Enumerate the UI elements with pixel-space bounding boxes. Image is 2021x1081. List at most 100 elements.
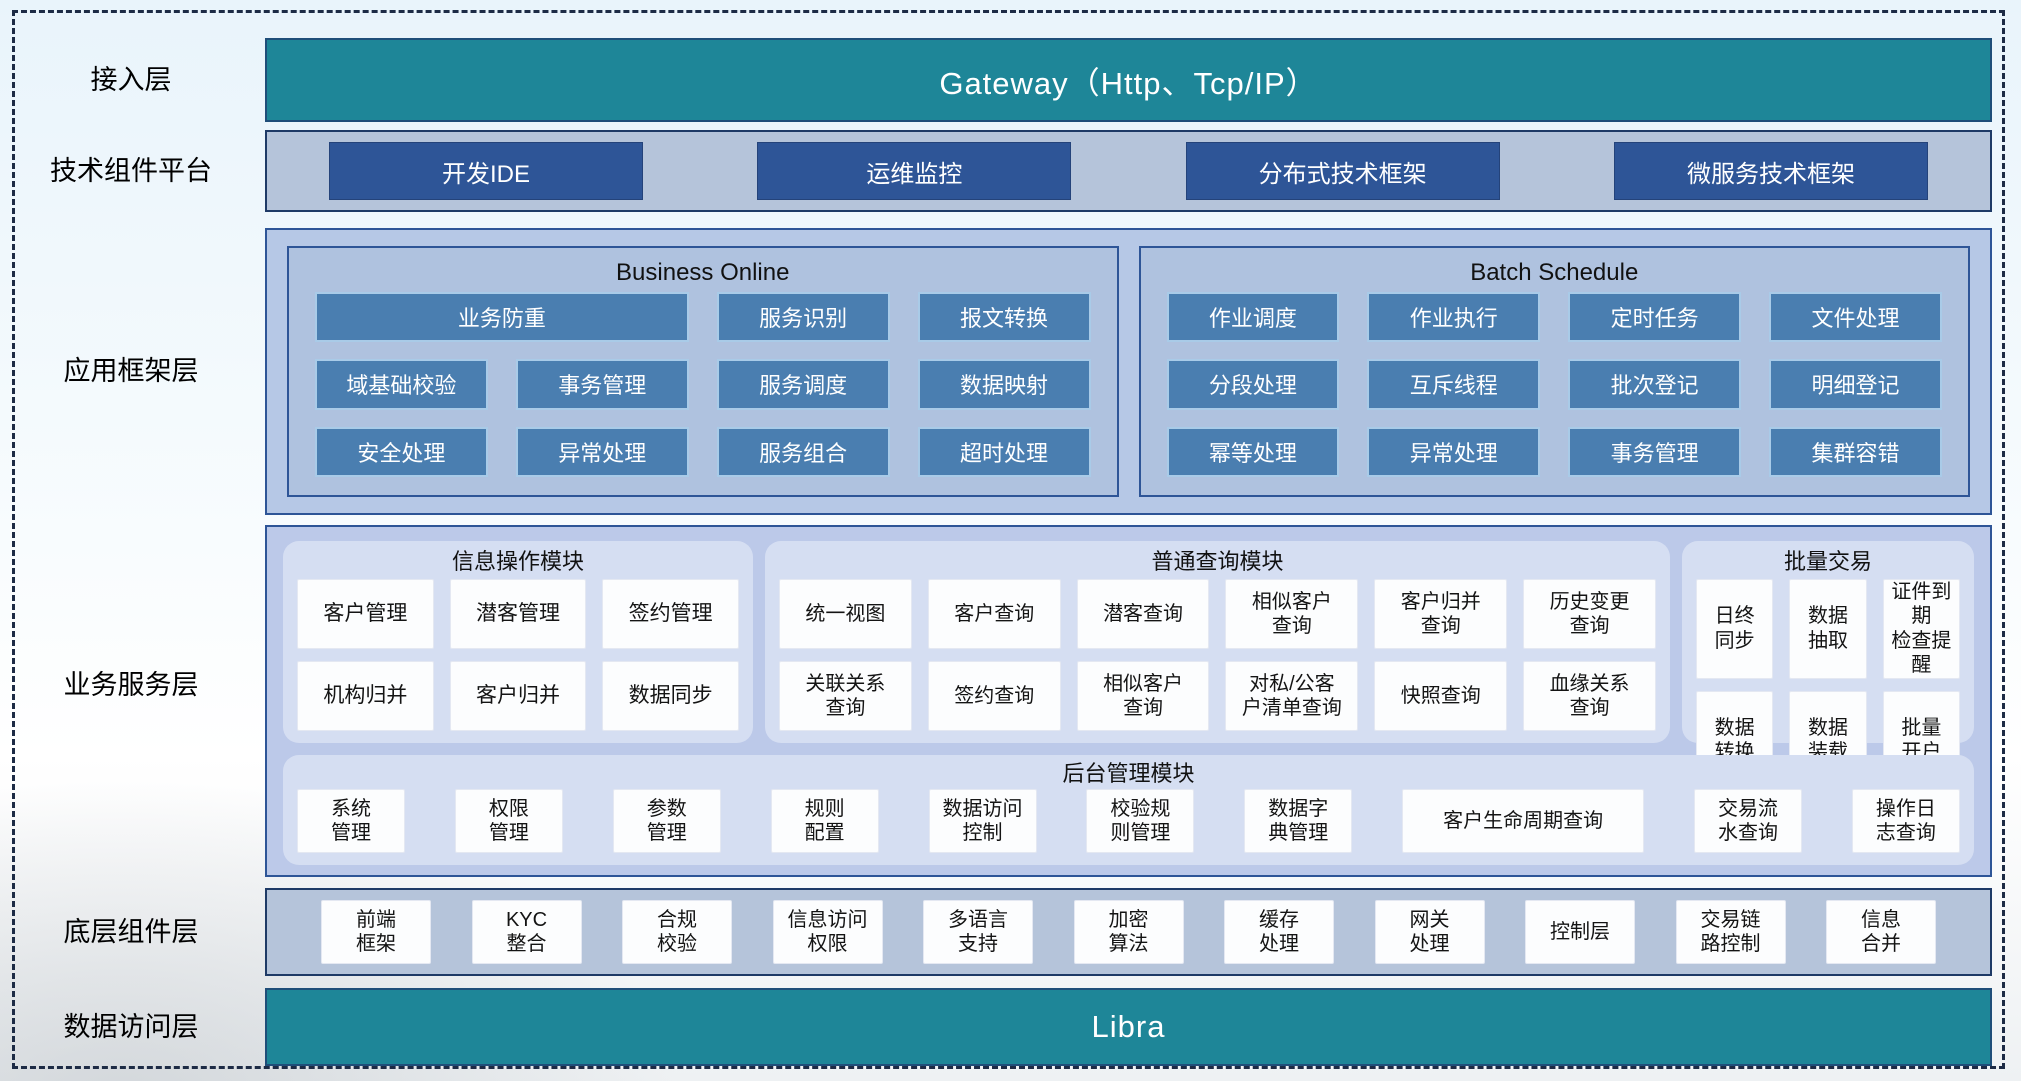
- common-query-item: 客户归并 查询: [1374, 579, 1508, 649]
- batch-schedule-item: 作业执行: [1367, 292, 1541, 343]
- base-component-item: 信息 合并: [1826, 900, 1936, 964]
- layer-label-base-components: 底层组件层: [63, 917, 199, 947]
- batch-schedule-item: 批次登记: [1568, 359, 1742, 410]
- admin-item: 参数 管理: [612, 789, 721, 853]
- admin-module-title: 后台管理模块: [1062, 761, 1195, 786]
- info-operations-grid: 客户管理潜客管理签约管理机构归并客户归并数据同步: [297, 579, 739, 731]
- business-online-item: 服务组合: [716, 426, 890, 477]
- layer-label-access: 接入层: [90, 65, 172, 95]
- batch-schedule-item: 作业调度: [1166, 292, 1340, 343]
- batch-schedule-item: 文件处理: [1769, 292, 1942, 343]
- business-online-item-wide: 业务防重: [315, 292, 689, 343]
- info-operations-item: 数据同步: [602, 661, 739, 731]
- batch-schedule-title: Batch Schedule: [1470, 259, 1639, 286]
- base-component-item: 信息访问 权限: [772, 900, 883, 964]
- layer-label-business-service: 业务服务层: [63, 670, 199, 700]
- admin-item: 系统 管理: [297, 789, 405, 853]
- common-query-item: 签约查询: [927, 661, 1061, 731]
- batch-trade-item: 日终 同步: [1696, 579, 1774, 679]
- admin-item: 交易流 水查询: [1694, 789, 1802, 853]
- business-online-item: 域基础校验: [315, 359, 488, 410]
- layer-label-tech-platform: 技术组件平台: [50, 156, 212, 186]
- base-component-item: 加密 算法: [1073, 900, 1184, 964]
- business-online-item: 超时处理: [917, 426, 1091, 477]
- batch-schedule-grid: 作业调度作业执行定时任务文件处理分段处理互斥线程批次登记明细登记幂等处理异常处理…: [1166, 292, 1942, 477]
- gateway-bar: Gateway（Http、Tcp/IP）: [265, 38, 1992, 122]
- base-component-item: 缓存 处理: [1224, 900, 1334, 964]
- business-online-box: Business Online 业务防重 服务识别报文转换域基础校验事务管理服务…: [287, 246, 1119, 497]
- admin-item: 权限 管理: [454, 789, 563, 853]
- info-operations-item: 潜客管理: [449, 579, 587, 649]
- tech-platform-item: 分布式技术框架: [1185, 142, 1500, 200]
- common-query-item: 快照查询: [1374, 661, 1508, 731]
- business-online-grid: 业务防重 服务识别报文转换域基础校验事务管理服务调度数据映射安全处理异常处理服务…: [315, 292, 1091, 477]
- libra-label: Libra: [1091, 1009, 1166, 1044]
- info-operations-item: 机构归并: [297, 661, 434, 731]
- common-query-item: 客户查询: [927, 579, 1061, 649]
- batch-trade-item: 证件到期 检查提醒: [1882, 579, 1960, 679]
- base-component-item: KYC 整合: [471, 900, 582, 964]
- batch-schedule-item: 异常处理: [1367, 426, 1541, 477]
- layer-label-data-access: 数据访问层: [63, 1012, 199, 1042]
- base-component-item: 前端 框架: [321, 900, 431, 964]
- common-query-item: 相似客户 查询: [1076, 661, 1210, 731]
- admin-item-wide: 客户生命周期查询: [1402, 789, 1645, 853]
- business-online-title: Business Online: [616, 259, 790, 286]
- business-online-item: 服务调度: [716, 359, 890, 410]
- base-component-item: 合规 校验: [622, 900, 732, 964]
- common-query-item: 历史变更 查询: [1523, 579, 1656, 649]
- batch-schedule-item: 互斥线程: [1367, 359, 1541, 410]
- base-component-item: 多语言 支持: [923, 900, 1033, 964]
- info-operations-module: 信息操作模块 客户管理潜客管理签约管理机构归并客户归并数据同步: [283, 541, 753, 743]
- common-query-item: 相似客户 查询: [1225, 579, 1359, 649]
- tech-platform-item: 微服务技术框架: [1613, 142, 1928, 200]
- batch-schedule-item: 集群容错: [1769, 426, 1942, 477]
- batch-schedule-item: 定时任务: [1568, 292, 1742, 343]
- business-online-item: 事务管理: [515, 359, 689, 410]
- batch-schedule-item: 幂等处理: [1166, 426, 1340, 477]
- admin-item: 数据访问 控制: [928, 789, 1037, 853]
- tech-platform-item: 开发IDE: [329, 142, 643, 200]
- batch-schedule-item: 事务管理: [1568, 426, 1742, 477]
- batch-schedule-item: 分段处理: [1166, 359, 1340, 410]
- base-component-item: 网关 处理: [1374, 900, 1485, 964]
- info-operations-item: 签约管理: [602, 579, 739, 649]
- base-component-item: 交易链 路控制: [1675, 900, 1786, 964]
- business-online-item: 数据映射: [917, 359, 1091, 410]
- libra-bar: Libra: [265, 988, 1992, 1066]
- common-query-item: 血缘关系 查询: [1523, 661, 1656, 731]
- batch-trade-title: 批量交易: [1783, 549, 1872, 574]
- business-online-item: 服务识别: [716, 292, 890, 343]
- admin-item: 校验规 则管理: [1086, 789, 1195, 853]
- layer-label-app-framework: 应用框架层: [63, 356, 199, 386]
- common-query-item: 潜客查询: [1076, 579, 1210, 649]
- info-operations-title: 信息操作模块: [451, 549, 584, 574]
- business-online-item: 异常处理: [515, 426, 689, 477]
- business-service-layer: 信息操作模块 客户管理潜客管理签约管理机构归并客户归并数据同步 普通查询模块 统…: [265, 525, 1992, 877]
- batch-schedule-box: Batch Schedule 作业调度作业执行定时任务文件处理分段处理互斥线程批…: [1138, 246, 1970, 497]
- base-component-item: 控制层: [1525, 900, 1635, 964]
- admin-item: 操作日 志查询: [1851, 789, 1960, 853]
- app-framework-layer: Business Online 业务防重 服务识别报文转换域基础校验事务管理服务…: [265, 228, 1992, 515]
- common-query-grid: 统一视图客户查询潜客查询相似客户 查询客户归并 查询历史变更 查询关联关系 查询…: [779, 579, 1656, 731]
- gateway-label: Gateway（Http、Tcp/IP）: [939, 65, 1318, 101]
- admin-module: 后台管理模块 系统 管理权限 管理参数 管理规则 配置数据访问 控制校验规 则管…: [283, 755, 1974, 865]
- admin-module-row: 系统 管理权限 管理参数 管理规则 配置数据访问 控制校验规 则管理数据字 典管…: [297, 789, 1960, 853]
- common-query-module: 普通查询模块 统一视图客户查询潜客查询相似客户 查询客户归并 查询历史变更 查询…: [765, 541, 1670, 743]
- tech-platform-item: 运维监控: [757, 142, 1072, 200]
- info-operations-item: 客户管理: [297, 579, 434, 649]
- tech-platform-row: 开发IDE 运维监控 分布式技术框架 微服务技术框架: [265, 130, 1992, 212]
- service-modules-row: 信息操作模块 客户管理潜客管理签约管理机构归并客户归并数据同步 普通查询模块 统…: [283, 541, 1974, 791]
- business-online-item: 安全处理: [315, 426, 488, 477]
- info-operations-item: 客户归并: [449, 661, 587, 731]
- common-query-item: 关联关系 查询: [779, 661, 912, 731]
- admin-item: 数据字 典管理: [1244, 789, 1353, 853]
- business-online-item: 报文转换: [917, 292, 1091, 343]
- common-query-item: 统一视图: [779, 579, 912, 649]
- common-query-item: 对私/公客 户清单查询: [1225, 661, 1359, 731]
- common-query-title: 普通查询模块: [1151, 549, 1284, 574]
- batch-trade-item: 数据 抽取: [1789, 579, 1867, 679]
- base-components-row: 前端 框架 KYC 整合合规 校验信息访问 权限多语言 支持加密 算法缓存 处理网…: [265, 888, 1992, 976]
- batch-trade-module: 批量交易 日终 同步数据 抽取证件到期 检查提醒数据 转换数据 装载批量 开户: [1682, 541, 1974, 791]
